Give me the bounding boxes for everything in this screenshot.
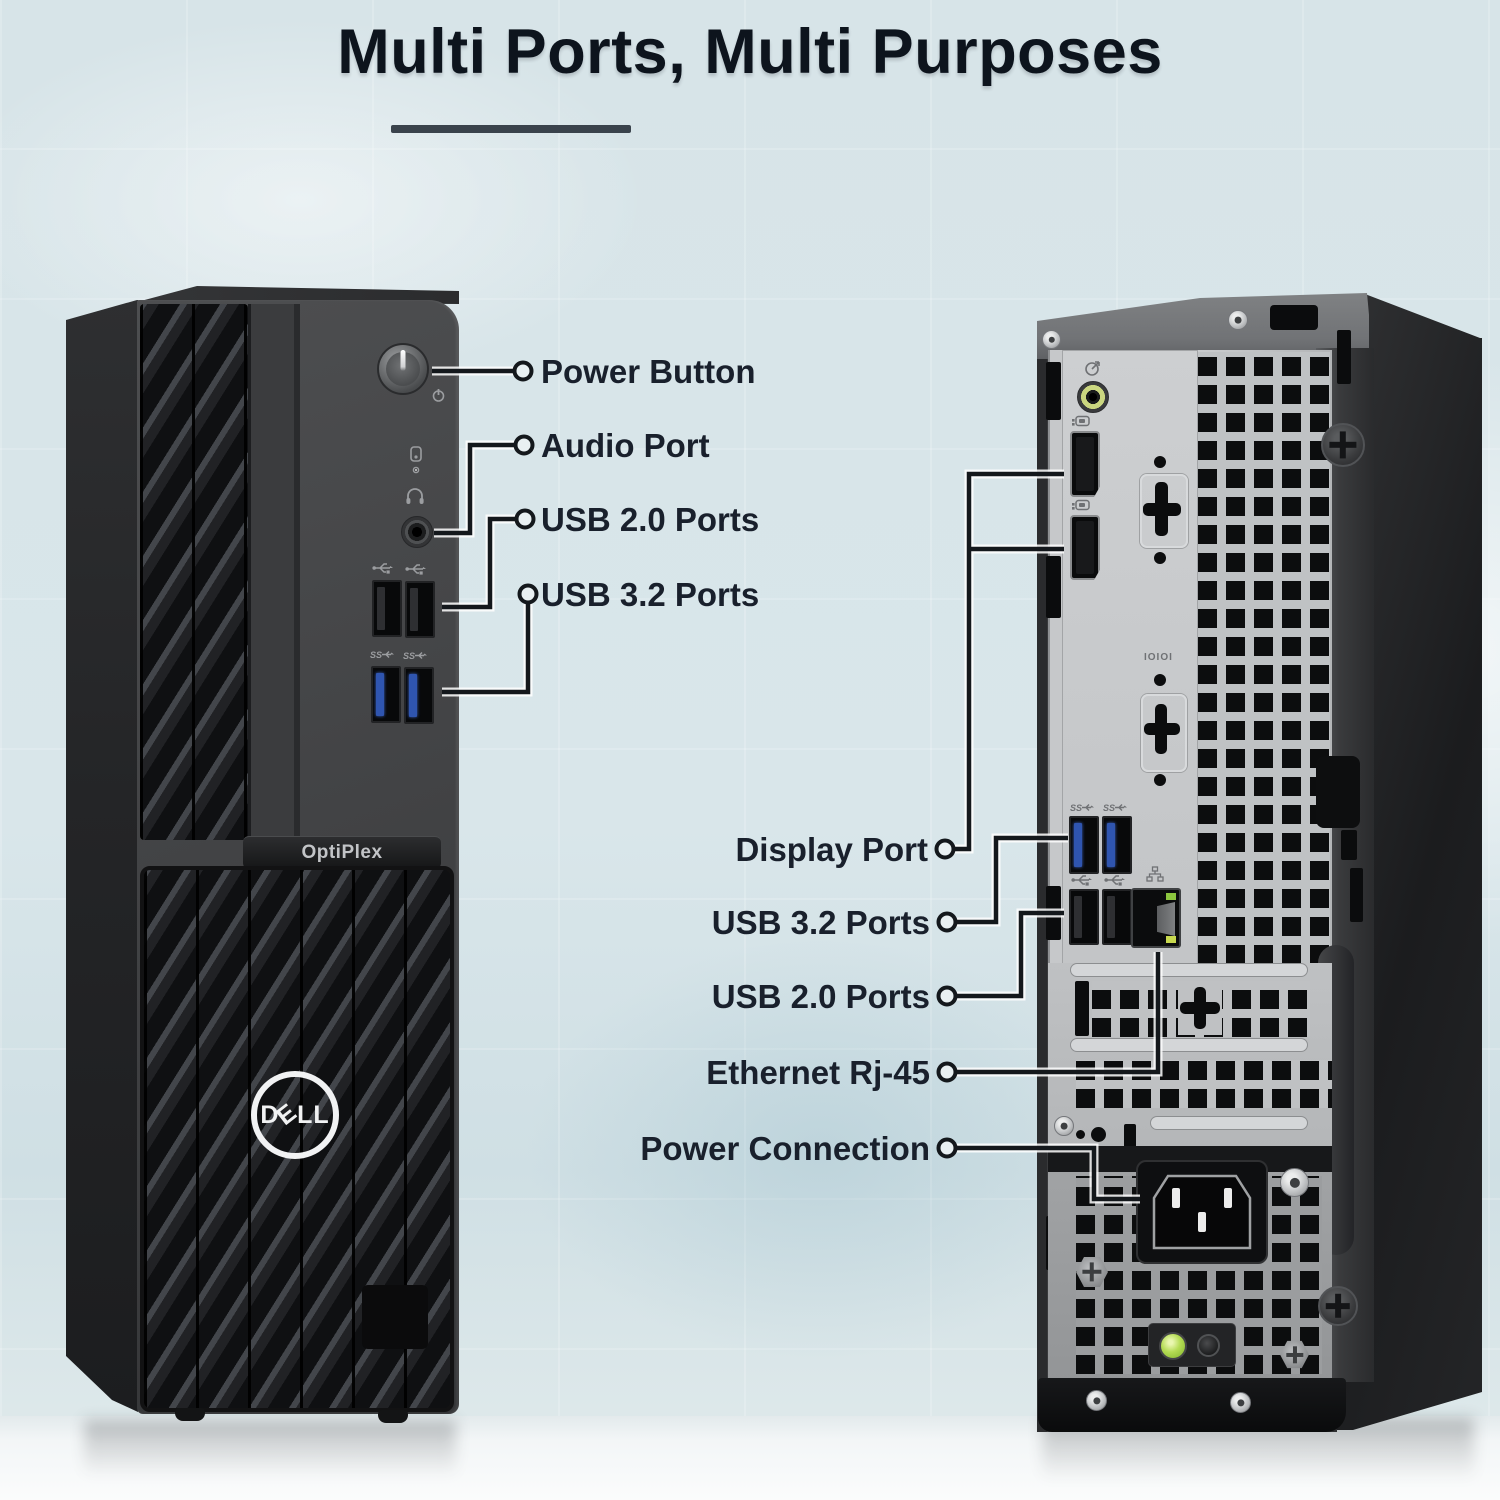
screw-hole xyxy=(1154,552,1166,564)
front-foot xyxy=(175,1408,205,1421)
front-grille-strip xyxy=(140,304,248,840)
screw xyxy=(1086,1390,1107,1411)
screw xyxy=(1042,330,1061,349)
cross-cutout xyxy=(1180,1002,1220,1014)
page-title: Multi Ports, Multi Purposes xyxy=(337,17,1163,87)
thumbscrew[interactable] xyxy=(1321,423,1365,467)
panel-slot xyxy=(1075,981,1089,1036)
hdd-indicator-icon xyxy=(410,446,422,474)
power-icon xyxy=(432,389,445,402)
svg-text:SS: SS xyxy=(1103,803,1115,813)
panel-slot xyxy=(1046,556,1061,618)
screw-hole xyxy=(1154,456,1166,468)
ethernet-led xyxy=(1166,893,1176,900)
strip-slot xyxy=(1350,868,1363,922)
front-usb2-port[interactable] xyxy=(405,581,435,638)
label-usb2-front: USB 2.0 Ports xyxy=(541,501,760,538)
label-usb3-front: USB 3.2 Ports xyxy=(541,576,760,613)
front-bezel-seam xyxy=(248,304,300,840)
label-usb2-rear: USB 2.0 Ports xyxy=(711,978,930,1015)
displayport-icon xyxy=(1072,499,1090,511)
top-latch xyxy=(1270,305,1318,330)
slot-vent xyxy=(1070,963,1308,977)
screw xyxy=(1230,1392,1251,1413)
usb3-ss-icon: SS xyxy=(370,650,394,660)
title-underline xyxy=(391,125,631,133)
displayport-port[interactable] xyxy=(1070,515,1100,580)
front-lower-sticker xyxy=(362,1285,428,1349)
rear-vent-grid xyxy=(1198,352,1330,964)
optiplex-badge: OptiPlex xyxy=(243,836,441,869)
panel-slot xyxy=(1046,362,1061,420)
screw xyxy=(1076,1256,1108,1288)
usb3-ss-icon: SS xyxy=(1103,803,1127,813)
front-tower-front-panel: SS SS OptiPlex DELL xyxy=(137,300,459,1414)
usb-icon xyxy=(1104,875,1125,886)
svg-text:SS: SS xyxy=(1070,803,1082,813)
power-inlet-c14[interactable] xyxy=(1136,1160,1268,1264)
optiplex-badge-label: OptiPlex xyxy=(301,842,383,863)
front-tower-side-panel xyxy=(66,300,138,1412)
svg-text:SS: SS xyxy=(403,651,415,661)
usb-icon xyxy=(1071,875,1092,886)
front-audio-jack[interactable] xyxy=(401,516,433,548)
usb3-ss-icon: SS xyxy=(403,651,427,661)
blank-slot-plate xyxy=(1140,474,1188,548)
strip-slot xyxy=(1337,330,1351,384)
ethernet-rj45-port[interactable] xyxy=(1131,888,1181,948)
front-usb3-port[interactable] xyxy=(371,666,401,723)
svg-text:SS: SS xyxy=(370,650,382,660)
psu-indicator-panel xyxy=(1148,1323,1236,1367)
rear-usb3-port[interactable] xyxy=(1069,816,1099,874)
slot-vent xyxy=(1150,1116,1308,1130)
screw-hole xyxy=(1154,674,1166,686)
front-tower-reflection xyxy=(84,1420,456,1484)
usb3-ss-icon: SS xyxy=(1070,803,1094,813)
screw xyxy=(1054,1116,1074,1136)
psu-led xyxy=(1159,1332,1187,1360)
displayport-port[interactable] xyxy=(1070,431,1100,497)
label-usb3-rear: USB 3.2 Ports xyxy=(711,904,930,941)
ethernet-led xyxy=(1166,936,1176,943)
blank-slot-plate xyxy=(1141,694,1187,772)
label-power-connection: Power Connection xyxy=(640,1130,930,1167)
headphone-icon xyxy=(406,488,424,504)
rear-usb2-port[interactable] xyxy=(1069,889,1099,945)
rear-handle-recess xyxy=(1316,756,1360,828)
label-power-button: Power Button xyxy=(541,353,756,390)
cross-cutout xyxy=(1144,723,1180,735)
screw xyxy=(1280,1168,1309,1197)
screw xyxy=(1228,310,1248,330)
power-button[interactable] xyxy=(377,343,429,395)
cross-cutout xyxy=(1143,503,1181,516)
label-display-port: Display Port xyxy=(735,831,928,868)
screw xyxy=(1280,1340,1309,1369)
front-usb2-port[interactable] xyxy=(372,580,402,637)
usb-icon xyxy=(405,564,426,575)
panel-slot xyxy=(1124,1124,1136,1150)
slot-vent xyxy=(1070,1038,1308,1052)
psu-test-button[interactable] xyxy=(1197,1334,1220,1357)
displayport-icon xyxy=(1072,415,1090,427)
serial-port-label: IOIOI xyxy=(1144,652,1173,663)
screw xyxy=(1318,1286,1358,1326)
front-foot xyxy=(378,1410,408,1423)
rear-usb3-port[interactable] xyxy=(1102,816,1132,874)
screw-hole xyxy=(1091,1127,1106,1142)
front-usb3-port[interactable] xyxy=(404,667,434,724)
screw-hole xyxy=(1154,774,1166,786)
dell-logo: DELL xyxy=(251,1071,339,1159)
label-ethernet-rj45: Ethernet Rj-45 xyxy=(706,1054,930,1091)
strip-slot xyxy=(1341,830,1357,860)
line-out-icon xyxy=(1085,361,1100,376)
network-icon xyxy=(1146,866,1164,882)
rear-audio-out-jack[interactable] xyxy=(1077,381,1109,413)
front-tower-top-panel xyxy=(137,286,459,304)
screw-hole xyxy=(1076,1130,1085,1139)
label-audio-port: Audio Port xyxy=(541,427,710,464)
usb-icon xyxy=(372,563,393,574)
